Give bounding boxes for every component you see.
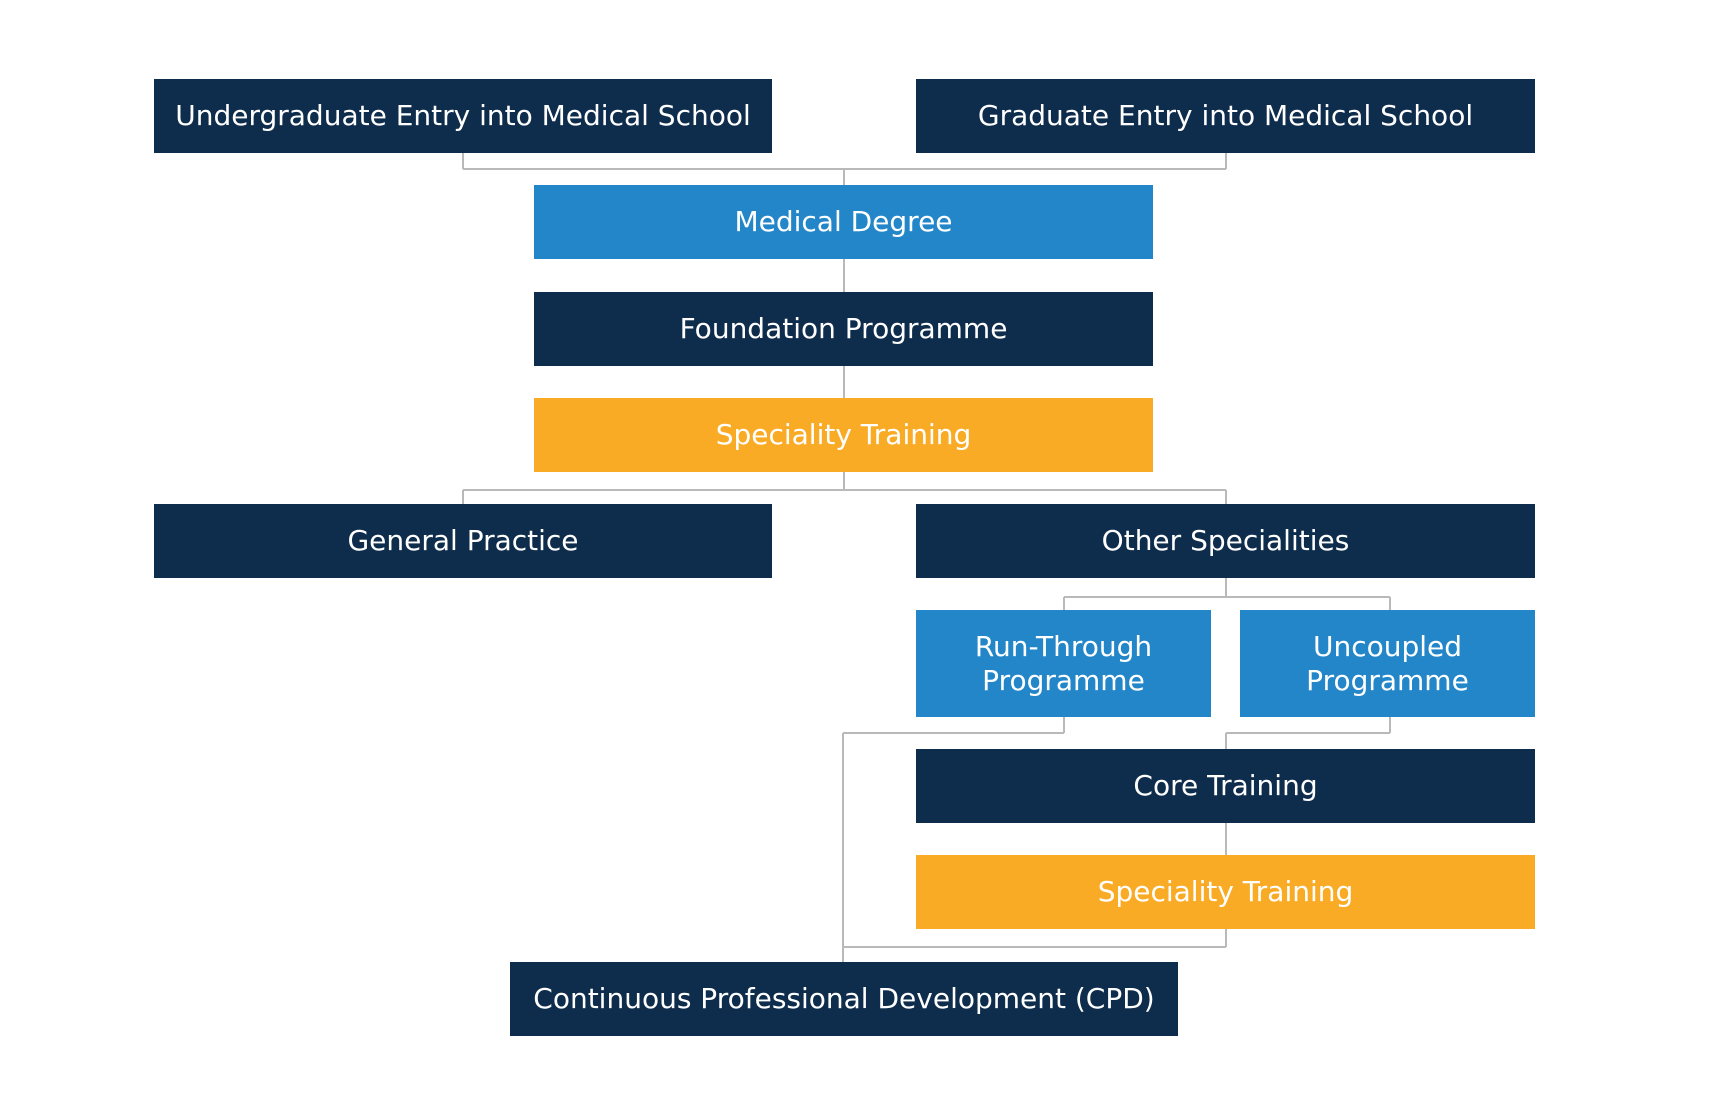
speciality-training-box: Speciality Training — [534, 398, 1153, 472]
foundation-programme-label: Foundation Programme — [679, 312, 1008, 345]
core-training-label: Core Training — [1133, 769, 1318, 802]
run-through-label-line1: Run-Through — [974, 629, 1153, 663]
undergraduate-entry-box: Undergraduate Entry into Medical School — [154, 79, 772, 153]
speciality-training-2-box: Speciality Training — [916, 855, 1535, 929]
graduate-entry-label: Graduate Entry into Medical School — [977, 99, 1474, 132]
run-through-programme-label: Run-Through Programme — [975, 630, 1152, 698]
cpd-box: Continuous Professional Development (CPD… — [510, 962, 1178, 1036]
general-practice-label: General Practice — [347, 524, 579, 557]
uncoupled-programme-label: Uncoupled Programme — [1306, 630, 1469, 698]
uncoupled-label-line2: Programme — [1306, 663, 1469, 697]
foundation-programme-box: Foundation Programme — [534, 292, 1153, 366]
speciality-training-label: Speciality Training — [715, 418, 972, 451]
uncoupled-programme-box: Uncoupled Programme — [1240, 610, 1535, 717]
undergraduate-entry-label: Undergraduate Entry into Medical School — [175, 99, 751, 132]
cpd-label: Continuous Professional Development (CPD… — [533, 982, 1155, 1015]
run-through-programme-box: Run-Through Programme — [916, 610, 1211, 717]
core-training-box: Core Training — [916, 749, 1535, 823]
general-practice-box: General Practice — [154, 504, 772, 578]
speciality-training-2-label: Speciality Training — [1097, 875, 1354, 908]
medical-degree-label: Medical Degree — [734, 205, 953, 238]
other-specialities-box: Other Specialities — [916, 504, 1535, 578]
other-specialities-label: Other Specialities — [1101, 524, 1350, 557]
uncoupled-label-line1: Uncoupled — [1312, 629, 1463, 663]
run-through-label-line2: Programme — [982, 663, 1145, 697]
graduate-entry-box: Graduate Entry into Medical School — [916, 79, 1535, 153]
medical-degree-box: Medical Degree — [534, 185, 1153, 259]
